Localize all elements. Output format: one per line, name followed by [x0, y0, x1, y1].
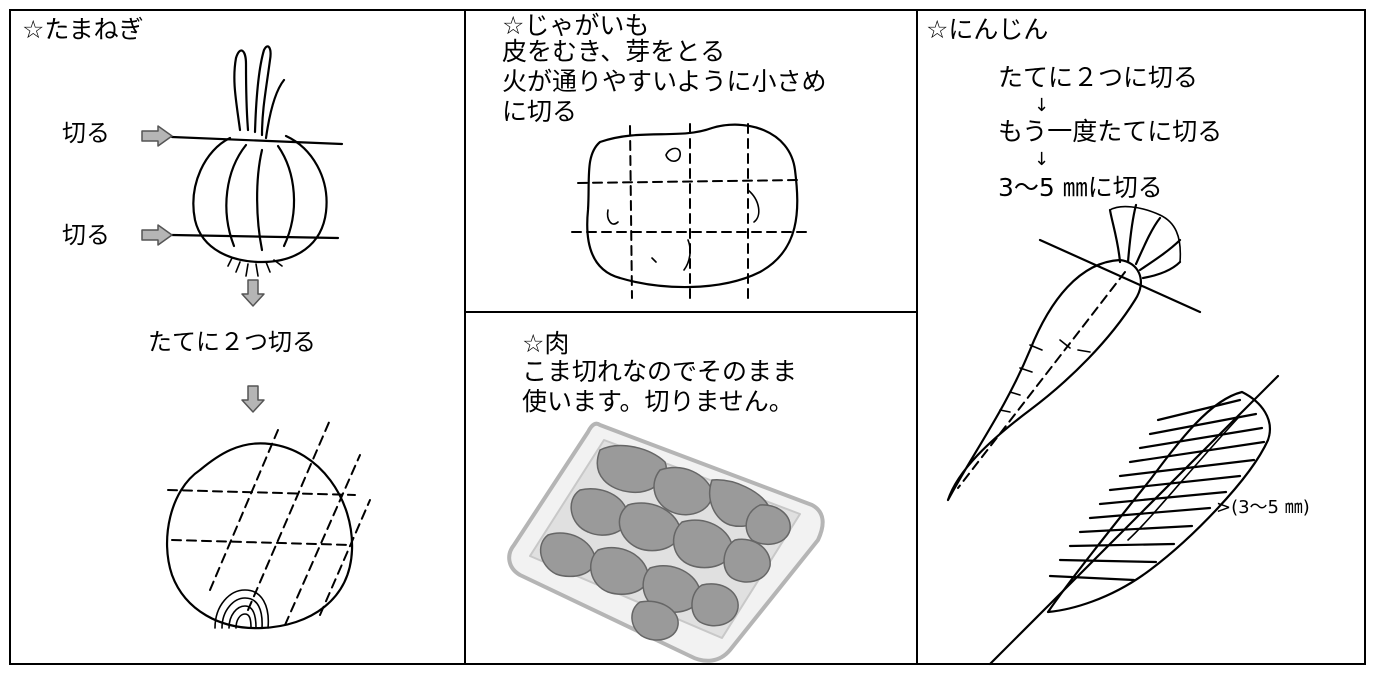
onion-whole-illustration — [141, 45, 371, 630]
carrot-arrow-1: ↓ — [1034, 95, 1050, 116]
potato-line-1: 皮をむき、芽をとる — [502, 37, 726, 66]
potato-line-2: 火が通りやすいように小さめ — [502, 67, 827, 96]
carrot-title: ☆にんじん — [926, 15, 1049, 44]
table-border-right — [1364, 9, 1366, 665]
carrot-arrow-2: ↓ — [1034, 149, 1050, 170]
column-divider-1 — [464, 9, 466, 665]
onion-cut-label-1: 切る — [62, 119, 110, 147]
meat-line-2: 使います。切りません。 — [522, 387, 794, 416]
onion-title: ☆たまねぎ — [22, 15, 144, 44]
recipe-table — [9, 9, 1366, 665]
meat-title: ☆肉 — [522, 329, 570, 358]
carrot-step-2: もう一度たてに切る — [998, 117, 1223, 146]
carrot-size-note: >(3〜5 ㎜) — [1216, 497, 1310, 518]
carrot-step-3: 3〜5 ㎜に切る — [998, 173, 1163, 202]
potato-illustration — [571, 123, 811, 301]
table-border-left — [9, 9, 11, 665]
table-border-bottom — [9, 663, 1366, 665]
potato-line-3: に切る — [502, 97, 578, 126]
meat-line-1: こま切れなのでそのまま — [522, 357, 798, 386]
column-divider-2 — [916, 9, 918, 665]
potato-title: ☆じゃがいも — [502, 11, 650, 40]
onion-step-text: たてに２つ切る — [148, 328, 316, 356]
carrot-step-1: たてに２つに切る — [998, 63, 1199, 92]
meat-tray-illustration — [507, 421, 825, 663]
row-divider-middle — [464, 311, 918, 313]
onion-cut-label-2: 切る — [62, 221, 110, 249]
table-border-top — [9, 9, 1366, 11]
